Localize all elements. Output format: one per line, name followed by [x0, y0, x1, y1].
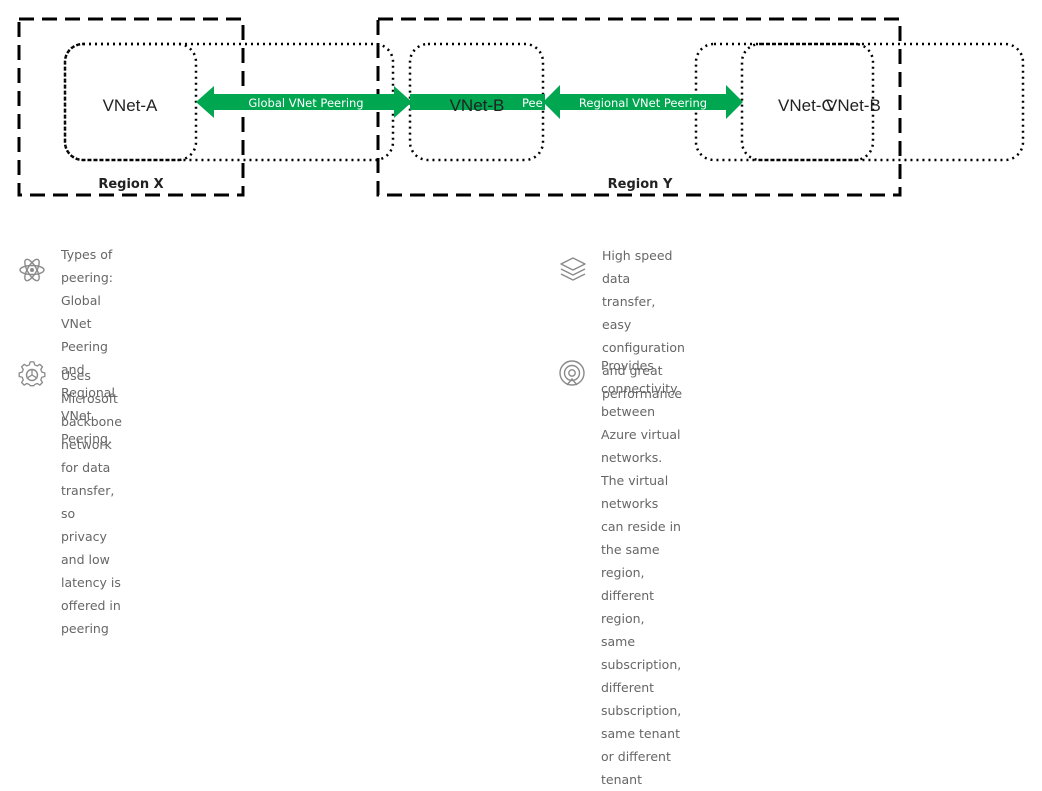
feature-text-line: Types of peering: Global VNet Peering an…: [61, 247, 115, 423]
vnet-b-overlap-box: [740, 42, 1025, 162]
feature-text-line: Peering.: [61, 431, 112, 446]
feature-text-line: tenant: [601, 772, 642, 787]
vnet-b-box: [408, 42, 545, 162]
region-y-box: [376, 17, 902, 197]
feature-text-line: and low latency is offered in peering: [61, 552, 121, 636]
feature-text-line: Uses Microsoft backbone network for data…: [61, 368, 122, 544]
regional-peering-arrow: [543, 85, 743, 119]
layers-icon: [560, 257, 586, 281]
vnet-c-label: VNet-C: [778, 96, 834, 115]
region-x-label: Region X: [98, 177, 163, 192]
global-peering-label: Global VNet Peering: [248, 96, 363, 110]
regional-peering-label: Regional VNet Peering: [579, 96, 707, 110]
vnet-b-peering-bar: [410, 94, 545, 110]
feature-text-line: performance: [602, 386, 683, 401]
feature-text-line: Provides connectivity between Azure virt…: [601, 358, 681, 488]
atom-icon: [19, 258, 45, 282]
vnet-a-label: VNet-A: [103, 96, 158, 115]
feature-text-line: networks can reside in the same region, …: [601, 496, 681, 649]
vnet-b-overlap-label: VNet-B: [826, 96, 881, 115]
feature-text-line: High speed data transfer, easy configura…: [602, 248, 685, 378]
global-peering-arrow: [196, 86, 412, 118]
peering-fragment-label: Pee: [522, 96, 543, 110]
region-y-label: Region Y: [608, 177, 673, 192]
target-icon: [559, 360, 585, 386]
gear-icon: [18, 361, 46, 387]
vnet-b-label: VNet-B: [450, 96, 505, 115]
peering-diagram: Global VNet Peering Pee Regional VNet Pe…: [17, 17, 1025, 197]
feature-text-line: subscription, different subscription, sa…: [601, 657, 682, 764]
